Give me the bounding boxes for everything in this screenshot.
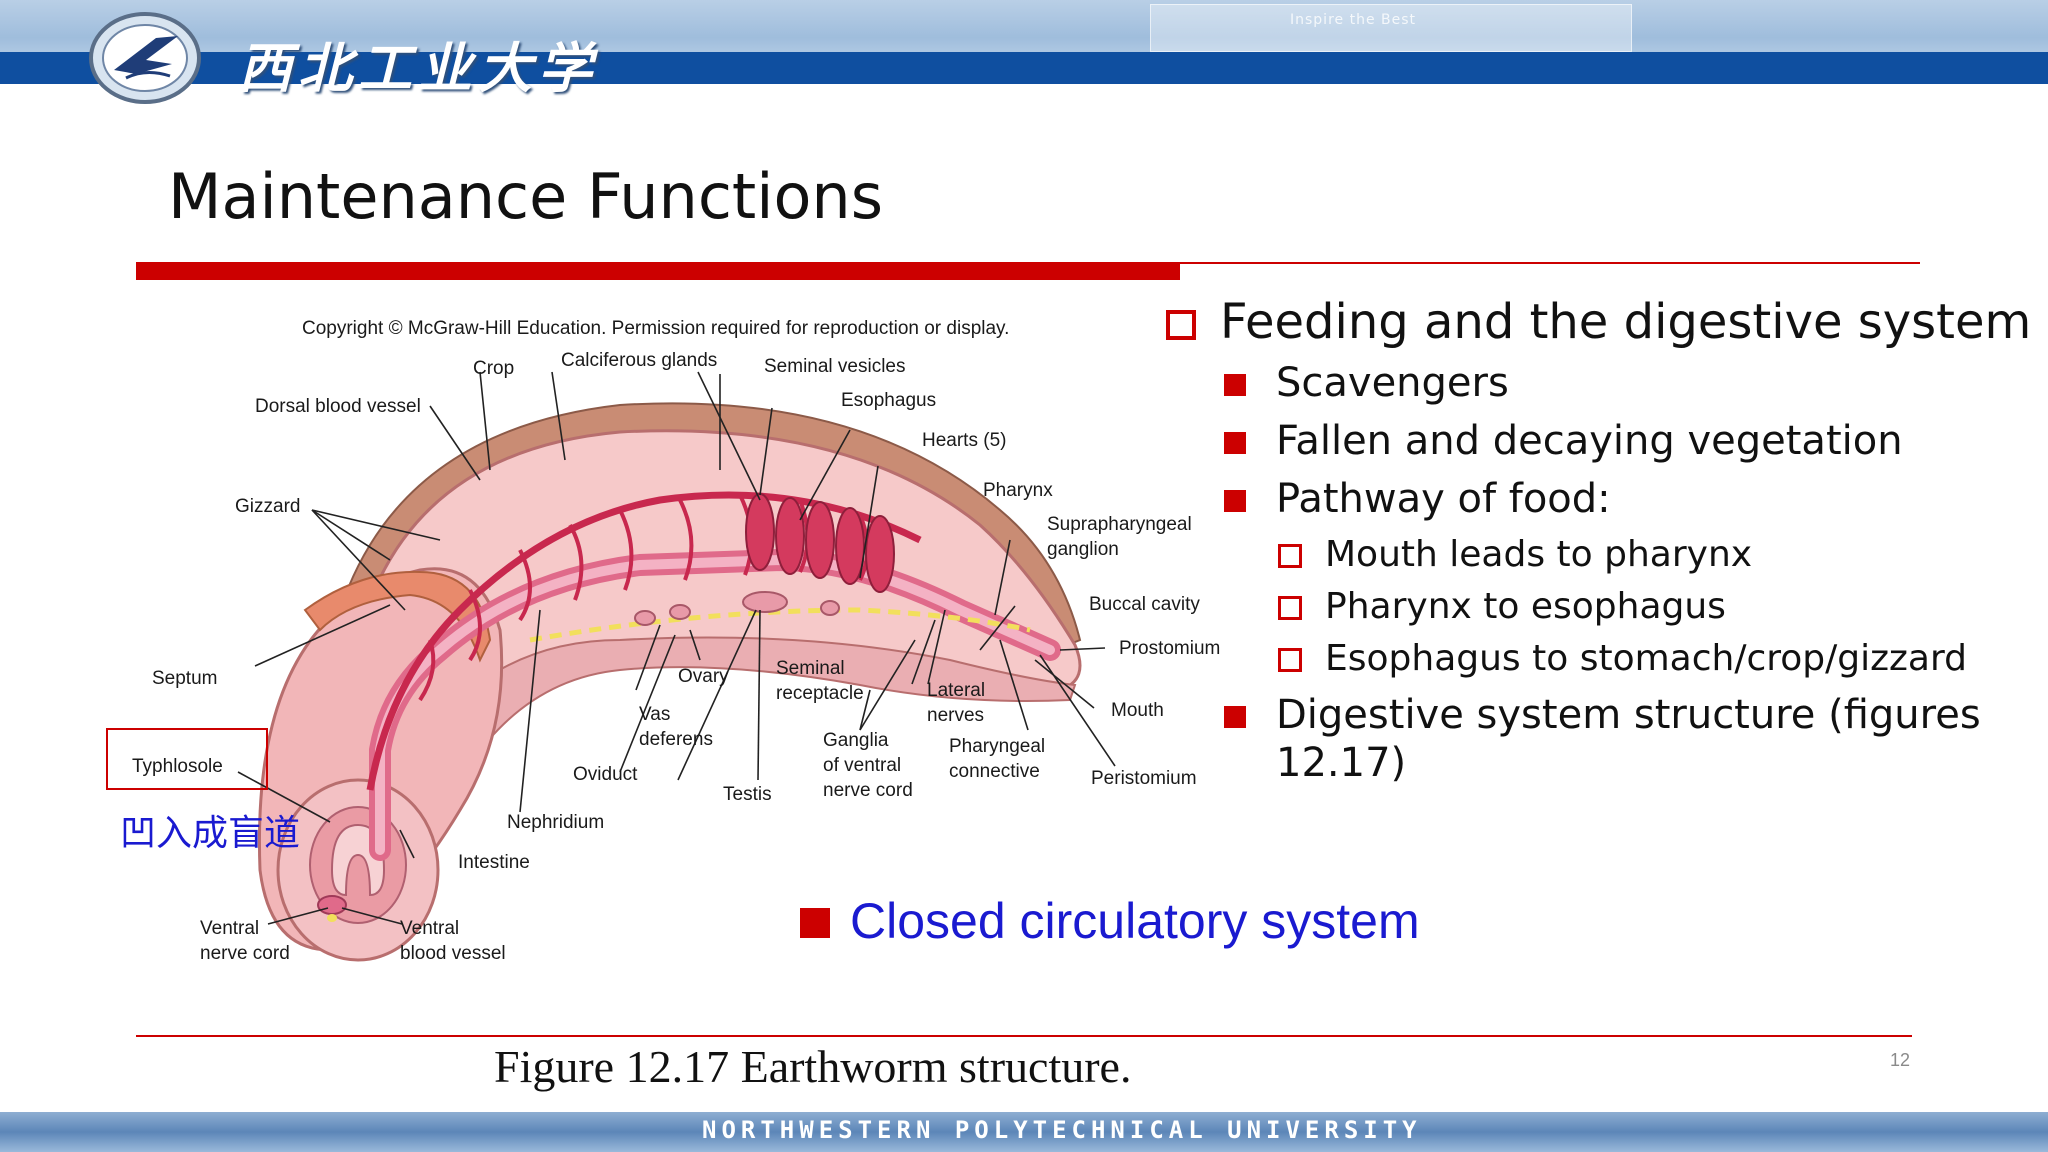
bullet-marker-solid	[1224, 490, 1246, 512]
bullet-marker-hollow	[1278, 648, 1302, 672]
bullet-marker-solid	[1224, 374, 1246, 396]
banner-text: Inspire the Best	[1290, 12, 1417, 28]
slide-title: Maintenance Functions	[168, 160, 883, 233]
label-pharynx: Pharynx	[983, 480, 1053, 501]
university-logo	[89, 12, 201, 104]
bullet-feeding: Feeding and the digestive system	[1220, 294, 2032, 350]
bullet-fallen-vegetation: Fallen and decaying vegetation	[1276, 418, 1903, 464]
label-calciferous-glands: Calciferous glands	[561, 350, 718, 371]
figure-caption: Figure 12.17 Earthworm structure.	[494, 1041, 1132, 1092]
label-lateral-nerves: Lateral nerves	[927, 680, 986, 726]
typhlosole-cn-annotation: 凹入成盲道	[120, 813, 301, 854]
label-ovary: Ovary	[678, 666, 729, 687]
typhlosole-highlight-box	[106, 728, 268, 790]
label-intestine: Intestine	[458, 852, 530, 873]
label-buccal-cavity: Buccal cavity	[1089, 594, 1200, 615]
university-name-cn: 西北工业大学	[238, 36, 598, 100]
header-banner: Inspire the Best	[0, 0, 2048, 84]
bullet-marker-solid	[800, 908, 830, 938]
page-number: 12	[1890, 1050, 1911, 1070]
label-mouth: Mouth	[1111, 700, 1164, 721]
footer-university-name: NORTHWESTERN POLYTECHNICAL UNIVERSITY	[702, 1116, 1422, 1144]
bullet-marker-hollow	[1166, 310, 1196, 340]
label-testis: Testis	[723, 784, 772, 805]
label-nephridium: Nephridium	[507, 812, 605, 833]
bullet-marker-solid	[1224, 706, 1246, 728]
footer-banner: NORTHWESTERN POLYTECHNICAL UNIVERSITY	[0, 1112, 2048, 1152]
label-seminal-vesicles: Seminal vesicles	[764, 356, 906, 377]
label-esophagus: Esophagus	[841, 390, 937, 411]
label-oviduct: Oviduct	[573, 764, 638, 785]
label-septum: Septum	[152, 668, 218, 689]
title-underline-thick	[136, 262, 1180, 280]
label-typhlosole: Typhlosole	[132, 756, 223, 777]
label-prostomium: Prostomium	[1119, 638, 1221, 659]
bullet-esophagus-to-stomach: Esophagus to stomach/crop/gizzard	[1325, 638, 1968, 679]
label-crop: Crop	[473, 358, 515, 379]
title-underline-thin	[1180, 262, 1920, 264]
label-ventral-nerve-cord: Ventral nerve cord	[200, 918, 290, 964]
label-gizzard: Gizzard	[235, 496, 301, 517]
label-peristomium: Peristomium	[1091, 768, 1197, 789]
label-pharyngeal-connective: Pharyngeal connective	[949, 736, 1046, 782]
label-vas-deferens: Vas deferens	[639, 704, 713, 750]
label-ganglia-ventral-nerve-cord: Ganglia of ventral nerve cord	[823, 730, 913, 801]
label-seminal-receptacle: Seminal receptacle	[776, 658, 864, 704]
earthworm-figure: Copyright © McGraw-Hill Education. Permi…	[100, 310, 1230, 990]
bullet-structure-line2: 12.17)	[1276, 740, 1407, 786]
label-ventral-blood-vessel: Ventral blood vessel	[400, 918, 506, 964]
bullet-scavengers: Scavengers	[1276, 360, 1509, 406]
bullet-pathway-of-food: Pathway of food:	[1276, 476, 1611, 522]
bullet-closed-circulatory: Closed circulatory system	[850, 893, 1420, 949]
figure-copyright: Copyright © McGraw-Hill Education. Permi…	[302, 318, 1010, 339]
bullet-marker-hollow	[1278, 596, 1302, 620]
header-stripe	[0, 52, 2048, 84]
banner-decoration	[1150, 4, 1632, 52]
label-hearts: Hearts (5)	[922, 430, 1007, 451]
bullet-structure-line1: Digestive system structure (figures	[1276, 692, 1981, 738]
earthworm-illustration	[237, 371, 1116, 962]
label-suprapharyngeal-ganglion: Suprapharyngeal ganglion	[1047, 514, 1192, 560]
bullet-mouth-to-pharynx: Mouth leads to pharynx	[1325, 534, 1753, 575]
bullet-marker-hollow	[1278, 544, 1302, 568]
caption-divider	[136, 1035, 1912, 1037]
label-dorsal-blood-vessel: Dorsal blood vessel	[255, 396, 421, 417]
bullet-marker-solid	[1224, 432, 1246, 454]
bullet-pharynx-to-esophagus: Pharynx to esophagus	[1325, 586, 1726, 627]
